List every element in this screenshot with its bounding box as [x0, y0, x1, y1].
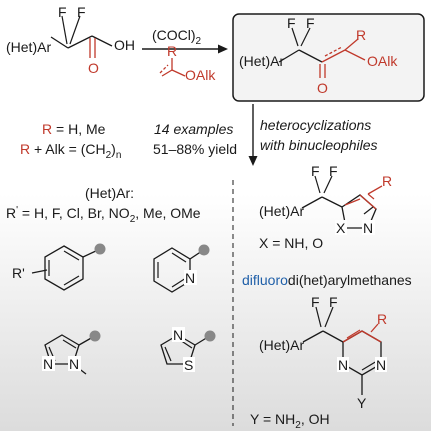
product-azole: F F (Het)Ar R X N: [259, 163, 392, 236]
reagent-oxalyl-chloride: (COCl)2: [152, 27, 202, 47]
pyrimidine-y: Y: [357, 395, 367, 411]
attachment-point: [89, 330, 101, 342]
aryl-benzene: R': [12, 243, 106, 291]
r-definition: R = H, Me: [42, 121, 106, 137]
reactant-carbonyl-o: O: [88, 60, 99, 76]
pyrimidine-r: R: [377, 311, 387, 327]
heterocyclization-line1: heterocyclizations: [260, 117, 371, 133]
hetar-title: (Het)Ar:: [85, 185, 134, 201]
azole-n: N: [363, 220, 373, 236]
reagent-oalk: OAlk: [185, 67, 216, 83]
aryl-thiazole: N S: [160, 327, 216, 373]
reactant-f1: F: [58, 4, 67, 20]
pyrimidine-n2: N: [376, 357, 386, 373]
yield-range: 51–88% yield: [153, 141, 237, 157]
pyridine-n: N: [185, 270, 195, 286]
azole-f1: F: [311, 163, 320, 179]
thiazole-s: S: [184, 357, 193, 373]
pyrazole-n1: N: [69, 356, 79, 372]
benzene-rprime-label: R': [12, 265, 25, 281]
pyrimidine-f1: F: [311, 294, 320, 310]
attachment-point: [198, 244, 210, 256]
product-carbonyl-o: O: [317, 80, 328, 96]
aryl-pyridine: N: [153, 244, 210, 293]
product-enone: F F (Het)Ar O R OAlk: [239, 15, 398, 96]
thiazole-n: N: [173, 327, 183, 343]
compound-class: difluorodi(het)arylmethanes: [242, 272, 412, 288]
r-alk-definition: R + Alk = (CH2)n: [20, 141, 121, 161]
aryl-pyrazole: N N: [42, 330, 101, 375]
attachment-point: [204, 330, 216, 342]
product-oalk: OAlk: [367, 53, 398, 69]
reactant-f2: F: [77, 4, 86, 20]
product-f1: F: [287, 15, 296, 31]
reagent-vinyl-ether: R OAlk: [159, 43, 216, 83]
reaction-arrow: [142, 44, 228, 54]
azole-f2: F: [329, 163, 338, 179]
product-pyrimidine: F F (Het)Ar R N N Y: [259, 294, 387, 411]
pyrimidine-f2: F: [329, 294, 338, 310]
x-definition: X = NH, O: [259, 235, 323, 251]
product-r: R: [356, 27, 366, 43]
down-arrow: [248, 104, 258, 166]
product-box: [232, 13, 425, 102]
reagent-r: R: [167, 43, 177, 59]
azole-r: R: [382, 173, 392, 189]
azole-x: X: [336, 220, 346, 236]
rprime-definition: R' = H, F, Cl, Br, NO2, Me, OMe: [6, 205, 201, 225]
product-hetar: (Het)Ar: [239, 53, 284, 69]
examples-count: 14 examples: [154, 121, 233, 137]
product-f2: F: [306, 15, 315, 31]
pyrimidine-n1: N: [338, 357, 348, 373]
azole-hetar: (Het)Ar: [259, 203, 304, 219]
pyrazole-n2: N: [43, 356, 53, 372]
reactant-oh: OH: [114, 37, 135, 53]
y-definition: Y = NH2, OH: [250, 411, 330, 431]
reactant-acid: F F (Het)Ar OH O: [6, 4, 135, 76]
pyrimidine-hetar: (Het)Ar: [259, 337, 304, 353]
reactant-hetar: (Het)Ar: [6, 39, 51, 55]
heterocyclization-line2: with binucleophiles: [260, 137, 378, 153]
attachment-point: [94, 243, 106, 255]
